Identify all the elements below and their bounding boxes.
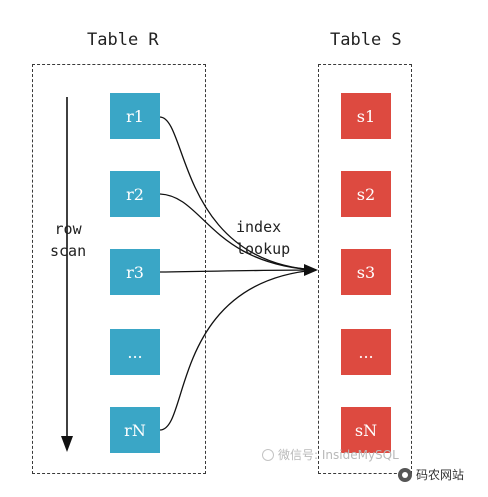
- lookup-line-r1: [159, 116, 317, 271]
- badge-text: 码农网站: [416, 468, 465, 482]
- table-s-title: Table S: [330, 30, 402, 50]
- table-r-cell-r3: r3: [110, 249, 160, 295]
- table-r-cell-ellipsis: ...: [110, 329, 160, 375]
- row-scan-label-line2: scan: [50, 242, 87, 260]
- table-r-title: Table R: [87, 30, 159, 50]
- table-r-cell-rN: rN: [110, 407, 160, 453]
- index-lookup-label-line1: index: [236, 218, 282, 236]
- table-r-cell-r2: r2: [110, 171, 160, 217]
- row-scan-label: row scan: [50, 218, 86, 262]
- table-s-box: [318, 64, 412, 474]
- watermark-text: 微信号: InsideMySQL: [278, 448, 399, 462]
- table-s-cell-ellipsis: ...: [341, 329, 391, 375]
- lookup-line-rN: [159, 269, 317, 431]
- site-badge: 码农网站: [398, 466, 464, 483]
- row-scan-arrowhead: [61, 436, 73, 452]
- lookup-line-r2: [159, 193, 317, 271]
- badge-logo-icon: [398, 467, 412, 482]
- lookup-arrowhead: [304, 264, 318, 276]
- table-s-cell-s3: s3: [341, 249, 391, 295]
- row-scan-label-line1: row: [54, 220, 82, 238]
- table-r-box: [32, 64, 206, 474]
- wechat-icon: [262, 448, 274, 461]
- index-lookup-label: index lookup: [236, 216, 290, 260]
- table-s-cell-sN: sN: [341, 407, 391, 453]
- lookup-line-r3: [159, 269, 317, 273]
- index-lookup-label-line2: lookup: [236, 240, 291, 258]
- table-s-cell-s1: s1: [341, 93, 391, 139]
- table-r-cell-r1: r1: [110, 93, 160, 139]
- watermark: 微信号: InsideMySQL: [262, 446, 399, 463]
- table-s-cell-s2: s2: [341, 171, 391, 217]
